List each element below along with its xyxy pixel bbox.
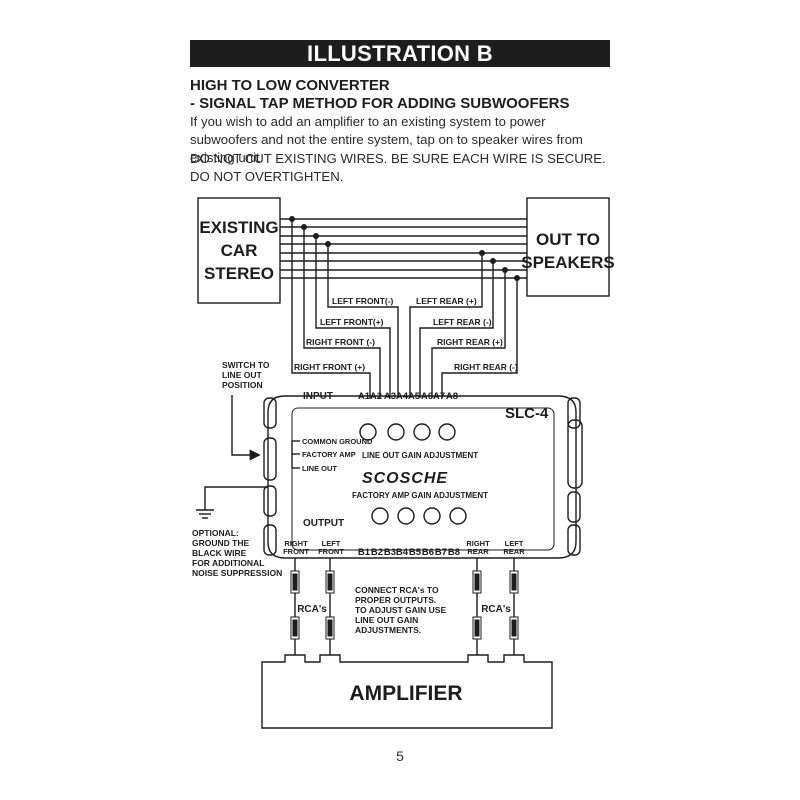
switch-factory-amp: FACTORY AMP (302, 450, 356, 459)
heading-method: - SIGNAL TAP METHOD FOR ADDING SUBWOOFER… (190, 95, 570, 112)
terminal-a6: A6 (421, 391, 433, 402)
wire-label-left-rear-pos: LEFT REAR (+) (416, 296, 477, 306)
speakers-label-1: OUT TO (536, 230, 600, 249)
car-stereo-box (197, 197, 281, 304)
rca-plugs (290, 570, 519, 640)
rca-right-front-1: RIGHT (284, 539, 308, 548)
illustration-title: ILLUSTRATION B (190, 40, 610, 67)
terminal-a7: A7 (433, 391, 445, 402)
terminal-b1: B1 (358, 547, 371, 558)
optional-note-5: NOISE SUPPRESSION (192, 568, 282, 578)
optional-note-4: FOR ADDITIONAL (192, 558, 264, 568)
terminal-b8: B8 (448, 547, 460, 558)
stereo-label-1: EXISTING (199, 218, 278, 237)
speakers-box (526, 197, 610, 297)
stereo-label-3: STEREO (204, 264, 274, 283)
model-label: SLC-4 (505, 405, 549, 422)
rca-right-rear-1: RIGHT (466, 539, 490, 548)
terminal-b4: B4 (396, 547, 409, 558)
wire-label-right-front-pos: RIGHT FRONT (+) (294, 362, 365, 372)
line-out-gain-label: LINE OUT GAIN ADJUSTMENT (362, 451, 478, 460)
connect-note-2: PROPER OUTPUTS. (355, 595, 436, 605)
wire-label-right-rear-pos: RIGHT REAR (+) (437, 337, 503, 347)
terminal-a3: A3 (384, 391, 396, 402)
terminal-a2: A2 (370, 391, 382, 402)
connect-note-3: TO ADJUST GAIN USE (355, 605, 446, 615)
rca-right-front-2: FRONT (283, 547, 309, 556)
slc4-unit-outline (267, 395, 577, 559)
terminal-a4: A4 (396, 391, 409, 402)
switch-note-2: LINE OUT (222, 370, 262, 380)
terminal-a1: A1 (358, 391, 371, 402)
instructions-paragraph: If you wish to add an amplifier to an ex… (190, 114, 583, 165)
wire-label-right-front-neg: RIGHT FRONT (-) (306, 337, 375, 347)
page-number: 5 (396, 748, 404, 764)
amplifier-box (261, 654, 553, 729)
terminal-b7: B7 (435, 547, 447, 558)
brand-logo: SCOSCHE (362, 470, 448, 487)
wire-label-right-rear-neg: RIGHT REAR (-) (454, 362, 518, 372)
wire-label-left-front-pos: LEFT FRONT(+) (320, 317, 384, 327)
connect-note-4: LINE OUT GAIN (355, 615, 418, 625)
rca-left-rear-2: REAR (503, 547, 525, 556)
terminal-a5: A5 (408, 391, 421, 402)
optional-note-1: OPTIONAL: (192, 528, 239, 538)
terminal-b3: B3 (384, 547, 396, 558)
switch-line-out: LINE OUT (302, 464, 337, 473)
terminal-a8: A8 (446, 391, 458, 402)
rcas-label-right: RCA's (481, 604, 511, 615)
rca-left-rear-1: LEFT (505, 539, 524, 548)
terminal-b5: B5 (409, 547, 422, 558)
optional-note-2: GROUND THE (192, 538, 249, 548)
rca-left-front-1: LEFT (322, 539, 341, 548)
stereo-label-2: CAR (221, 241, 258, 260)
input-terminals: A1 A2 A3 A4 A5 A6 A7 A8 (358, 391, 458, 402)
rca-right-rear-2: REAR (467, 547, 489, 556)
output-label: OUTPUT (303, 518, 344, 529)
warning-paragraph: DO NOT CUT EXISTING WIRES. BE SURE EACH … (190, 151, 606, 184)
switch-common-ground: COMMON GROUND (302, 437, 373, 446)
connect-note-5: ADJUSTMENTS. (355, 625, 421, 635)
rca-left-front-2: FRONT (318, 547, 344, 556)
switch-note-1: SWITCH TO (222, 360, 270, 370)
wire-label-left-rear-neg: LEFT REAR (-) (433, 317, 492, 327)
rcas-label-left: RCA's (297, 604, 327, 615)
amplifier-label: AMPLIFIER (349, 682, 462, 705)
output-terminals: B1 B2 B3 B4 B5 B6 B7 B8 (358, 547, 460, 558)
terminal-b2: B2 (371, 547, 383, 558)
terminal-b6: B6 (422, 547, 434, 558)
heading-converter: HIGH TO LOW CONVERTER (190, 77, 390, 94)
optional-note-3: BLACK WIRE (192, 548, 247, 558)
factory-gain-label: FACTORY AMP GAIN ADJUSTMENT (352, 491, 488, 500)
speakers-label-2: SPEAKERS (521, 253, 615, 272)
tap-junctions (289, 216, 520, 281)
connect-note-1: CONNECT RCA's TO (355, 585, 439, 595)
wire-label-left-front-neg: LEFT FRONT(-) (332, 296, 394, 306)
input-label: INPUT (303, 391, 333, 402)
switch-note-3: POSITION (222, 380, 263, 390)
